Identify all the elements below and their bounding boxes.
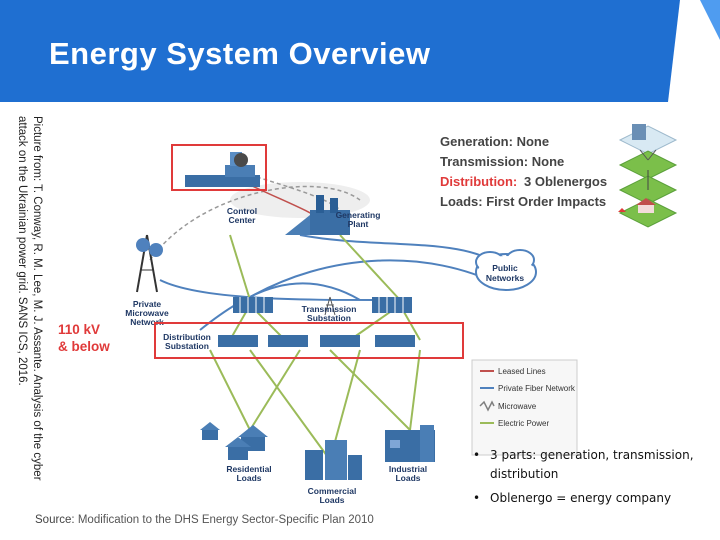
private-microwave-label-3: Network: [130, 317, 164, 327]
legend-swatch-microwave: [479, 400, 495, 412]
transmission-substation-label-2: Substation: [307, 313, 351, 323]
distribution-highlight: [154, 322, 464, 359]
control-center-label-2: Center: [229, 215, 257, 225]
generating-plant-label-1: Generating: [336, 210, 381, 220]
public-networks-label-1: Public: [492, 263, 518, 273]
distribution-substations: [218, 335, 415, 347]
commercial-loads-label-2: Loads: [319, 495, 344, 505]
header-banner: Energy System Overview: [0, 0, 720, 102]
voltage-label-2: & below: [58, 339, 110, 354]
public-networks-label-2: Networks: [486, 273, 525, 283]
industrial-loads-label-2: Loads: [395, 473, 420, 483]
legend-label-electric: Electric Power: [498, 419, 549, 428]
residential-loads-label-1: Residential: [226, 464, 271, 474]
voltage-label-1: 110 kV: [58, 322, 100, 337]
bullet-item: • Oblenergo = energy company: [470, 489, 718, 508]
electric-power-lines: [209, 234, 421, 461]
transmission-substation-left: [233, 297, 273, 313]
status-generation: Generation: None: [440, 134, 549, 149]
status-distribution-label: Distribution:: [440, 174, 517, 189]
status-loads: Loads: First Order Impacts: [440, 194, 606, 209]
residential-houses: [200, 422, 268, 460]
industrial-building: [385, 425, 435, 462]
bullet-dot-icon: •: [473, 448, 481, 462]
control-center-building: [185, 152, 260, 187]
public-networks-cloud: [475, 249, 537, 291]
legend-label-fiber: Private Fiber Network: [498, 384, 576, 393]
legend: Leased Lines Private Fiber Network Micro…: [471, 359, 578, 456]
distribution-substation-label-1: Distribution: [163, 332, 211, 342]
microwave-tower: [136, 234, 163, 293]
bullet-list: • 3 parts: generation, transmission, dis…: [470, 446, 718, 513]
legend-label-microwave: Microwave: [498, 402, 537, 411]
source-prefix: Source:: [35, 514, 75, 526]
status-box: Generation: None Transmission: None Dist…: [440, 134, 607, 209]
residential-loads-label-2: Loads: [236, 473, 261, 483]
private-microwave-label-1: Private: [133, 299, 162, 309]
transmission-substation-label-1: Transmission: [302, 304, 357, 314]
control-center-highlight: [171, 144, 267, 191]
private-microwave-label-2: Microwave: [125, 308, 169, 318]
page-title: Energy System Overview: [49, 36, 431, 71]
transmission-substation-right: [372, 297, 412, 313]
generating-plant-building: [285, 195, 350, 235]
commercial-buildings: [305, 440, 362, 480]
bullet-text: 3 parts: generation, transmission, distr…: [490, 448, 694, 481]
energy-system-diagram: Control Center Generating Plant Public N…: [58, 124, 678, 505]
generating-plant-label-2: Plant: [348, 219, 369, 229]
source-text: Modification to the DHS Energy Sector-Sp…: [77, 514, 374, 526]
control-center-label-1: Control: [227, 206, 257, 216]
legend-label-leased: Leased Lines: [498, 367, 546, 376]
bullet-text: Oblenergo = energy company: [490, 491, 672, 505]
source-credit: Source: Modification to the DHS Energy S…: [35, 514, 374, 526]
status-icons-stack: [618, 124, 678, 228]
industrial-loads-label-1: Industrial: [389, 464, 427, 474]
header-background: [0, 0, 720, 102]
commercial-loads-label-1: Commercial: [308, 486, 357, 496]
bullet-dot-icon: •: [473, 491, 481, 505]
status-transmission: Transmission: None: [440, 154, 564, 169]
bullet-item: • 3 parts: generation, transmission, dis…: [470, 446, 718, 484]
distribution-substation-label-2: Substation: [165, 341, 209, 351]
transmission-pylon: [324, 296, 336, 316]
status-distribution-value: 3 Oblenergos: [524, 174, 607, 189]
